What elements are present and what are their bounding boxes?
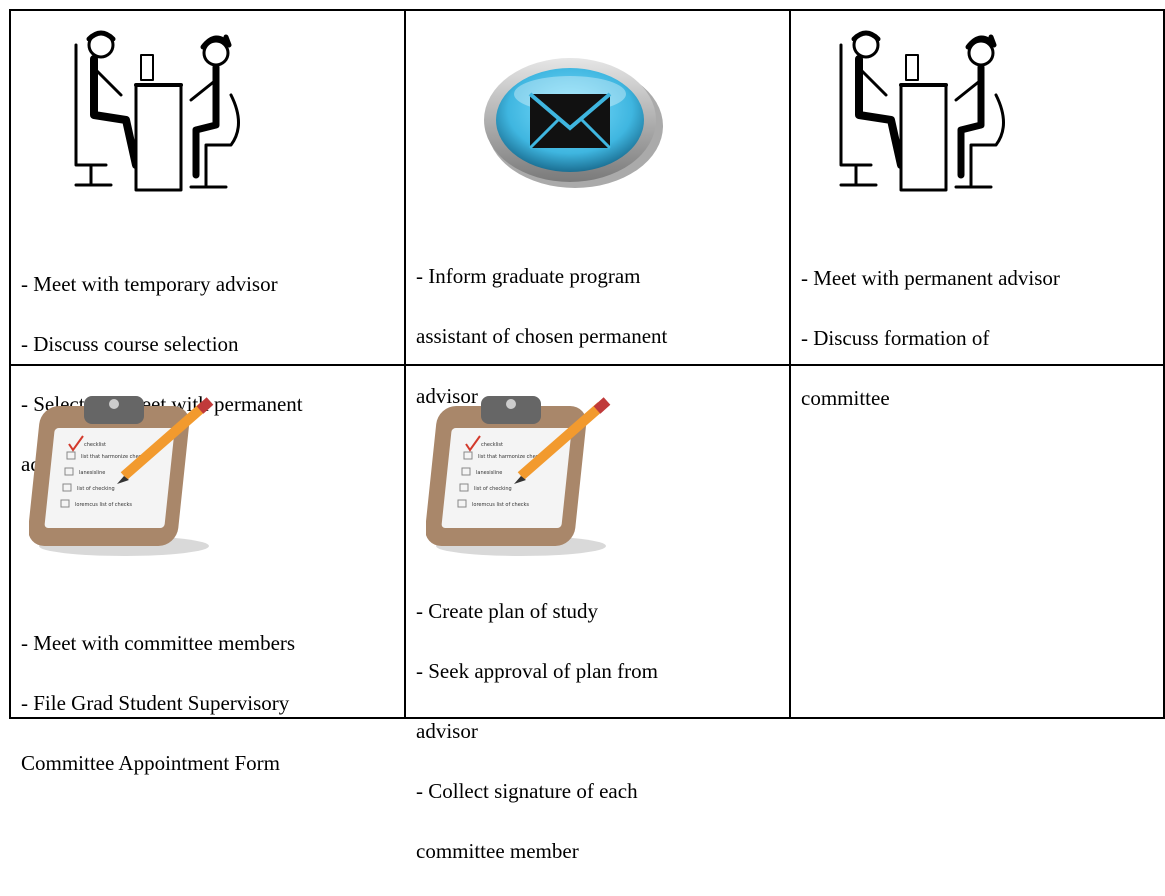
- advisor-meeting-illustration: [831, 25, 1011, 195]
- cell-line: committee member: [416, 839, 579, 863]
- cell-line: - Collect signature of each: [416, 779, 638, 803]
- clipboard-item: list of checking: [474, 486, 512, 492]
- cell-description: - Meet with permanent advisor - Discuss …: [801, 233, 1060, 443]
- table-cell: - Meet with permanent advisor - Discuss …: [791, 11, 1163, 410]
- cell-line: advisor: [416, 384, 478, 408]
- cell-line: - Meet with temporary advisor: [21, 272, 278, 296]
- cell-line: Committee Appointment Form: [21, 751, 280, 775]
- cell-line: - Create plan of study: [416, 599, 598, 623]
- table-cell: - Inform graduate program assistant of c…: [406, 11, 789, 408]
- cell-line: committee: [801, 386, 890, 410]
- cell-line: - Meet with permanent advisor: [801, 266, 1060, 290]
- advisor-meeting-illustration: [66, 25, 246, 195]
- clipboard-checklist-icon: checklist list that harmonize checklist …: [29, 388, 219, 558]
- table-cell: checklist list that harmonize checklist …: [406, 366, 789, 863]
- table-divider-row: [9, 364, 1165, 366]
- clipboard-item: lanesisline: [476, 470, 502, 476]
- cell-line: - Meet with committee members: [21, 631, 296, 655]
- clipboard-item: loremcus list of checks: [472, 502, 529, 508]
- cell-line: advisor: [416, 719, 478, 743]
- clipboard-item: lanesisline: [79, 470, 105, 476]
- clipboard-checklist-icon: checklist list that harmonize checklist …: [426, 388, 616, 558]
- table-cell: checklist list that harmonize checklist …: [11, 366, 404, 775]
- steps-table: - Meet with temporary advisor - Discuss …: [9, 9, 1165, 863]
- cell-description: - Meet with committee members - File Gra…: [21, 598, 295, 808]
- cell-line: assistant of chosen permanent: [416, 324, 668, 348]
- cell-line: - Discuss course selection: [21, 332, 239, 356]
- clipboard-item: list that harmonize checklist: [478, 454, 549, 460]
- table-cell: - Meet with temporary advisor - Discuss …: [11, 11, 404, 476]
- clipboard-item: list of checking: [77, 486, 115, 492]
- table-cell-empty: [791, 366, 1163, 717]
- email-envelope-icon: [478, 46, 668, 196]
- table-border-top: [9, 9, 1165, 11]
- clipboard-heading: checklist: [84, 442, 106, 448]
- cell-line: - Discuss formation of: [801, 326, 990, 350]
- clipboard-item: list that harmonize checklist: [81, 454, 152, 460]
- cell-line: - Seek approval of plan from: [416, 659, 659, 683]
- table-border-bottom: [9, 717, 1165, 719]
- clipboard-heading: checklist: [481, 442, 503, 448]
- cell-line: - Inform graduate program: [416, 264, 641, 288]
- cell-description: - Create plan of study - Seek approval o…: [416, 566, 658, 896]
- cell-description: - Inform graduate program assistant of c…: [416, 231, 667, 441]
- cell-line: - File Grad Student Supervisory: [21, 691, 290, 715]
- clipboard-item: loremcus list of checks: [75, 502, 132, 508]
